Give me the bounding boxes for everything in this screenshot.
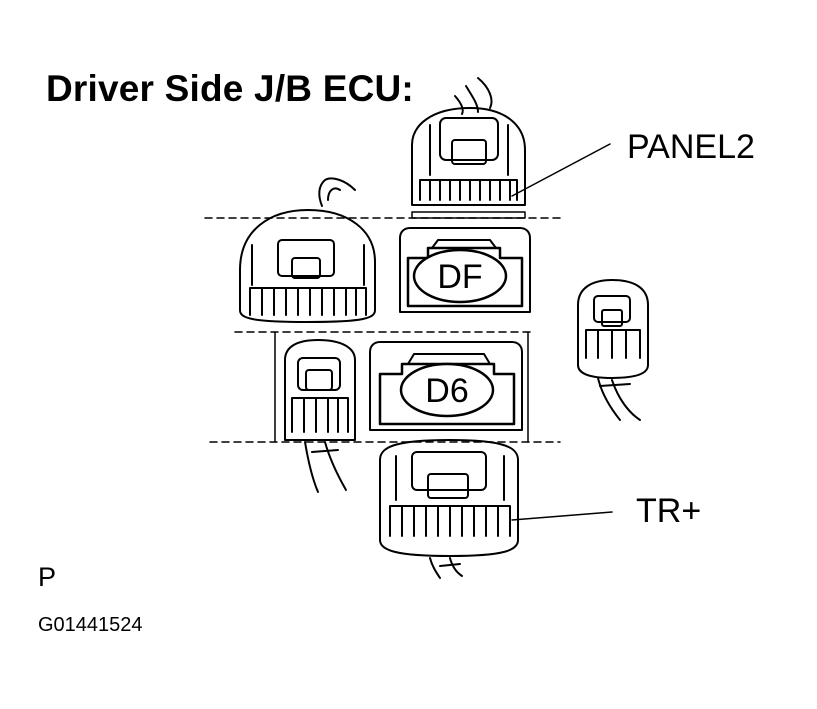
figure-id: G01441524 — [38, 614, 143, 636]
page-code: P — [38, 562, 57, 592]
right-connector[interactable] — [577, 279, 649, 421]
panel2-leader-line — [511, 143, 611, 197]
left-connector[interactable] — [239, 177, 376, 323]
junction-block-outline — [204, 217, 561, 443]
panel2-callout: PANEL2 — [627, 128, 755, 166]
df-label: DF — [437, 258, 482, 296]
diagram-title: Driver Side J/B ECU: — [46, 68, 414, 109]
leader-lines — [511, 143, 613, 521]
tr-plus-callout: TR+ — [636, 492, 702, 530]
tr-plus-leader-line — [511, 511, 613, 521]
d6-connector-socket[interactable] — [369, 341, 523, 431]
center-left-connector[interactable] — [284, 339, 356, 493]
d6-label: D6 — [425, 372, 468, 410]
panel2-connector[interactable] — [411, 77, 526, 219]
tr-plus-connector[interactable] — [379, 439, 519, 579]
df-connector-socket[interactable] — [399, 227, 531, 313]
